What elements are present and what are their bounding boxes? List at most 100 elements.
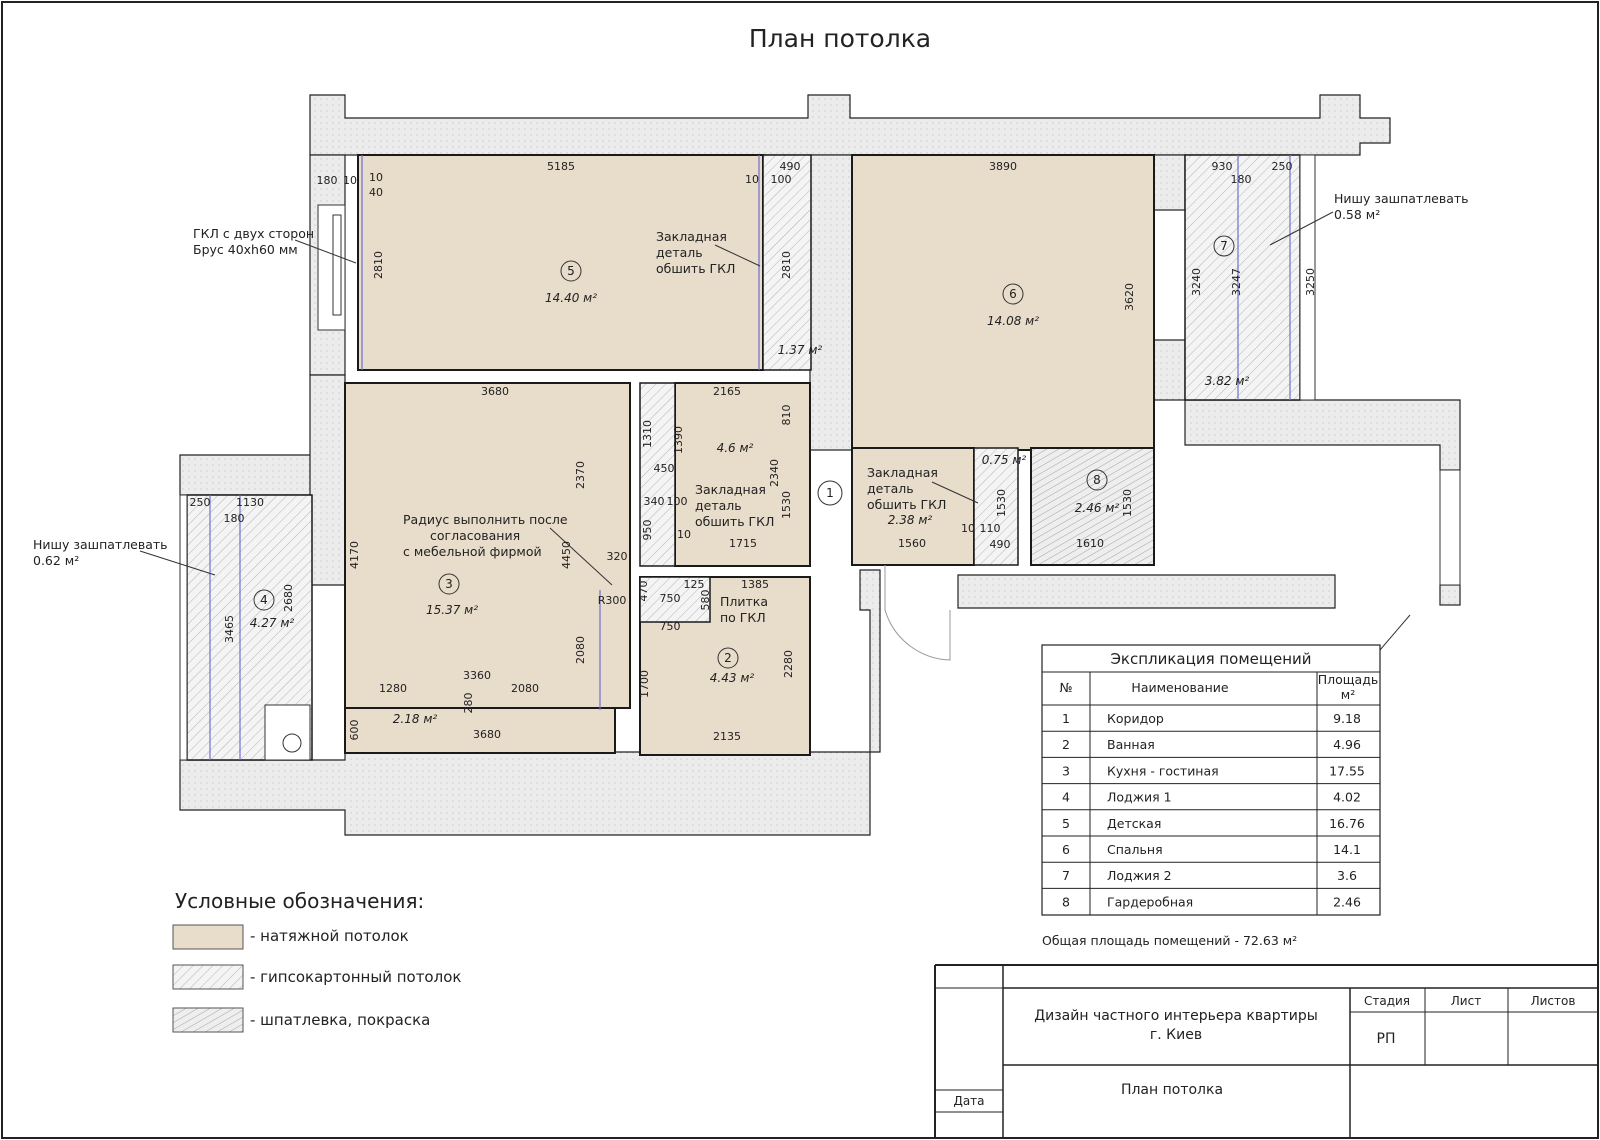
row-area: 3.6: [1337, 868, 1357, 883]
sheets-label: Листов: [1531, 994, 1576, 1008]
dimension-label: 1530: [995, 489, 1008, 517]
dimension-label: 4170: [348, 541, 361, 569]
dimension-label: 340: [644, 495, 665, 508]
dimension-label: 3620: [1123, 283, 1136, 311]
row-number: 8: [1062, 894, 1070, 909]
explication-header-unit: м²: [1341, 687, 1355, 702]
row-number: 3: [1062, 763, 1070, 778]
explication-header-area: Площадь: [1318, 672, 1378, 687]
explication-title: Экспликация помещений: [1110, 650, 1311, 668]
closet-ceiling: [851, 447, 975, 566]
dimension-label: 180: [1231, 173, 1252, 186]
note-tile: Плитка: [720, 594, 768, 609]
sheet-label: Лист: [1451, 994, 1481, 1008]
row-name: Кухня - гостиная: [1107, 763, 1219, 778]
note-gkl: Брус 40хh60 мм: [193, 242, 298, 257]
windows: [179, 154, 1461, 761]
legend-swatch-stretch: [172, 924, 244, 950]
note-embed: деталь: [656, 245, 703, 260]
gkl-corridor-left: [639, 382, 676, 567]
dimension-label: 2810: [780, 251, 793, 279]
corridor-ceiling: [674, 382, 811, 567]
legend-item: - шпатлевка, покраска: [250, 1011, 430, 1029]
dimension-label: 125: [684, 578, 705, 591]
dimension-label: 3250: [1304, 268, 1317, 296]
area-label: 2.38 м²: [888, 513, 933, 527]
legend-swatch-putty: [172, 1007, 244, 1033]
legend-item: - гипсокартонный потолок: [250, 968, 461, 986]
dimension-label: 580: [699, 590, 712, 611]
dimension-label: 10: [343, 174, 357, 187]
area-label: 1.37 м²: [778, 343, 823, 357]
dimension-label: 490: [780, 160, 801, 173]
dimension-label: 470: [637, 581, 650, 602]
row-area: 14.1: [1333, 842, 1361, 857]
dimension-label: 2080: [574, 636, 587, 664]
accent-lines: [209, 155, 1291, 760]
dimension-label: 490: [990, 538, 1011, 551]
dimension-label: 750: [660, 620, 681, 633]
date-label: Дата: [953, 1094, 984, 1108]
dimension-label: 450: [654, 462, 675, 475]
explication-total: Общая площадь помещений - 72.63 м²: [1042, 933, 1297, 948]
area-label: 2.18 м²: [393, 712, 438, 726]
row-number: 2: [1062, 737, 1070, 752]
room-number: 8: [1093, 473, 1101, 487]
note-radius: согласования: [430, 528, 520, 543]
dimension-label: 1530: [780, 491, 793, 519]
note-niche-left: 0.62 м²: [33, 553, 79, 568]
project-city: г. Киев: [1150, 1027, 1202, 1043]
sheet-name: План потолка: [1121, 1082, 1223, 1098]
note-niche-left: Нишу зашпатлевать: [33, 537, 168, 552]
dimension-label: 750: [660, 592, 681, 605]
note-embed: обшить ГКЛ: [656, 261, 735, 276]
row-number: 4: [1062, 790, 1070, 805]
dimension-label: 5185: [547, 160, 575, 173]
room-3-lower: [344, 707, 616, 754]
dimension-label: 1530: [1121, 489, 1134, 517]
room-area: 14.40 м²: [545, 291, 597, 305]
row-area: 4.02: [1333, 790, 1361, 805]
row-area: 9.18: [1333, 711, 1361, 726]
dimension-label: 3680: [473, 728, 501, 741]
note-embed: обшить ГКЛ: [867, 497, 946, 512]
appliance-box: [264, 704, 311, 761]
dimension-label: 110: [980, 522, 1001, 535]
dimension-label: 10: [369, 171, 383, 184]
row-area: 16.76: [1329, 816, 1365, 831]
room-labels: 5 14.40 м² 6 14.08 м² 7 3.82 м² 3 15.37 …: [250, 235, 1249, 726]
dimension-label: 1280: [379, 682, 407, 695]
note-niche-right: Нишу зашпатлевать: [1334, 191, 1469, 206]
room-area: 4.27 м²: [250, 616, 295, 630]
dimension-label: 2135: [713, 730, 741, 743]
explication-header-num: №: [1059, 680, 1072, 695]
dimension-label: 3360: [463, 669, 491, 682]
dimension-label: 100: [667, 495, 688, 508]
room-1-marker: [817, 480, 843, 506]
row-name: Детская: [1107, 816, 1161, 831]
gkl-ceilings: [186, 154, 1301, 761]
note-tile: по ГКЛ: [720, 610, 766, 625]
note-embed: деталь: [867, 481, 914, 496]
explication-header-name: Наименование: [1131, 680, 1228, 695]
room-area: 15.37 м²: [426, 603, 478, 617]
dimension-label: 2080: [511, 682, 539, 695]
room-number: 2: [724, 651, 732, 665]
note-embed: Закладная: [867, 465, 938, 480]
dimension-label: 2810: [372, 251, 385, 279]
room-number: 1: [826, 486, 834, 500]
notes: ГКЛ с двух сторон Брус 40хh60 мм Нишу за…: [33, 191, 1469, 625]
stage-value: РП: [1377, 1031, 1396, 1047]
room-7-ceiling: [1184, 154, 1301, 401]
dimension-label: 100: [771, 173, 792, 186]
legend-item: - натяжной потолок: [250, 927, 409, 945]
gkl-closet-right: [973, 447, 1019, 566]
row-name: Лоджия 1: [1107, 790, 1172, 805]
dimension-label: 250: [1272, 160, 1293, 173]
dimension-label: 2370: [574, 461, 587, 489]
dimension-label: 4450: [560, 541, 573, 569]
legend-heading: Условные обозначения:: [175, 889, 424, 913]
dimension-label: 10: [745, 173, 759, 186]
row-name: Лоджия 2: [1107, 868, 1172, 883]
dimension-label: 180: [317, 174, 338, 187]
